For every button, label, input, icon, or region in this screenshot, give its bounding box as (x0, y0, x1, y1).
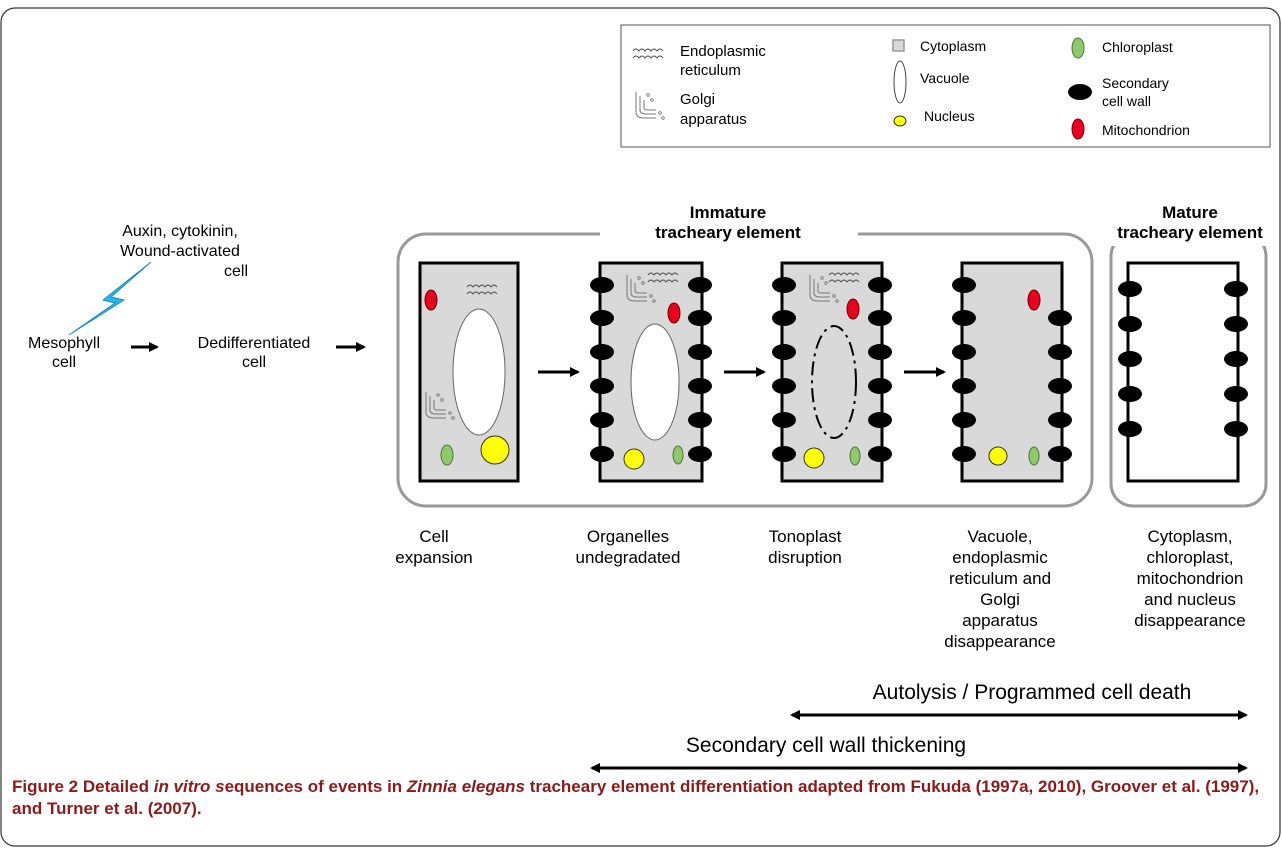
cytoplasm-icon (892, 39, 905, 52)
legend-secondary-line1: Secondary (1102, 75, 1169, 91)
inducers-line2: Wound-activated (120, 243, 240, 260)
caption-label: Figure 2 (12, 777, 79, 796)
immature-title-line2: tracheary element (655, 223, 801, 242)
cell-expansion (418, 261, 520, 483)
cell-tonoplast-disruption (772, 261, 892, 483)
legend-mitochondrion: Mitochondrion (1102, 122, 1190, 138)
immature-title-bg (600, 216, 858, 246)
legend-golgi-line2: apparatus (680, 111, 747, 128)
legend: Endoplasmic reticulum Golgi apparatus Cy… (620, 24, 1271, 148)
svg-text:and nucleus: and nucleus (1144, 590, 1236, 609)
nucleus-icon (803, 447, 825, 469)
chloroplast-icon (1071, 37, 1085, 59)
thickening-label: Secondary cell wall thickening (686, 734, 966, 757)
nucleus-icon (480, 435, 510, 465)
svg-text:chloroplast,: chloroplast, (1147, 548, 1234, 567)
mitochondrion-icon (1071, 118, 1085, 140)
mitochondrion-icon (667, 302, 681, 324)
stage-label-5: Cytoplasm, chloroplast, mitochondrion an… (1134, 527, 1246, 630)
mesophyll-line1: Mesophyll (28, 335, 100, 352)
legend-golgi-line1: Golgi (680, 91, 715, 108)
autolysis-label: Autolysis / Programmed cell death (873, 681, 1192, 704)
cell-organelles-undegradated (590, 261, 712, 483)
legend-er-line1: Endoplasmic (680, 43, 766, 60)
stage-label-2: Organelles undegradated (576, 527, 681, 567)
inducers-line1: Auxin, cytokinin, (122, 223, 238, 240)
legend-er-line2: reticulum (680, 62, 741, 79)
svg-text:Vacuole,: Vacuole, (968, 527, 1033, 546)
nucleus-icon (988, 446, 1008, 466)
caption-text-1: Detailed (78, 777, 154, 796)
legend-secondary-line2: cell wall (1102, 93, 1151, 109)
mitochondrion-icon (1027, 289, 1041, 311)
chloroplast-icon (672, 445, 684, 465)
svg-text:disappearance: disappearance (1134, 611, 1246, 630)
svg-text:Golgi: Golgi (980, 590, 1020, 609)
figure-border (0, 7, 1281, 847)
immature-title-line1: Immature (690, 203, 767, 222)
svg-text:Cytoplasm,: Cytoplasm, (1147, 527, 1232, 546)
svg-text:Cell: Cell (419, 527, 448, 546)
svg-text:undegradated: undegradated (576, 548, 681, 567)
svg-text:expansion: expansion (395, 548, 473, 567)
legend-vacuole: Vacuole (920, 70, 970, 86)
mature-title-bg (1112, 216, 1272, 246)
mature-title-line2: tracheary element (1117, 223, 1263, 242)
svg-text:Organelles: Organelles (587, 527, 669, 546)
stage-label-3: Tonoplast disruption (768, 527, 842, 567)
mitochondrion-icon (424, 289, 438, 311)
svg-text:mitochondrion: mitochondrion (1137, 569, 1244, 588)
caption-text-2: in vitro s (153, 777, 225, 796)
legend-nucleus: Nucleus (924, 108, 975, 124)
caption-text-5: tracheary element differentiation adapte… (12, 777, 1260, 818)
legend-chloroplast: Chloroplast (1102, 39, 1173, 55)
caption-species: Zinnia elegans (406, 777, 526, 796)
stage-label-4: Vacuole, endoplasmic reticulum and Golgi… (944, 527, 1056, 651)
vacuole-icon (452, 308, 506, 436)
mesophyll-line2: cell (52, 354, 76, 371)
secondary-wall-icon (1068, 84, 1092, 100)
svg-text:apparatus: apparatus (962, 611, 1038, 630)
dedifferentiated-line2: cell (242, 354, 266, 371)
legend-box (620, 24, 1271, 148)
chloroplast-icon (1028, 446, 1040, 466)
chloroplast-icon (440, 444, 454, 466)
inducers-line3: cell (224, 263, 248, 280)
svg-text:disruption: disruption (768, 548, 842, 567)
lightning-icon (68, 261, 152, 336)
figure-caption: Figure 2 Detailed in vitro sequences of … (12, 776, 1272, 820)
svg-text:reticulum and: reticulum and (949, 569, 1051, 588)
cell-mature (1118, 261, 1248, 483)
stage-label-1: Cell expansion (395, 527, 473, 567)
vacuole-icon (630, 323, 680, 441)
mature-title-line1: Mature (1162, 203, 1218, 222)
cell-vacuole-disappearance (952, 261, 1072, 483)
vacuole-icon (893, 60, 907, 104)
nucleus-icon (623, 448, 645, 470)
caption-text-3: equences of events in (224, 777, 407, 796)
disrupted-vacuole-icon (811, 325, 857, 439)
svg-text:endoplasmic: endoplasmic (952, 548, 1048, 567)
svg-text:disappearance: disappearance (944, 632, 1056, 651)
nucleus-icon (893, 115, 907, 127)
svg-text:Tonoplast: Tonoplast (769, 527, 842, 546)
legend-cytoplasm: Cytoplasm (920, 38, 986, 54)
dedifferentiated-line1: Dedifferentiated (198, 335, 311, 352)
chloroplast-icon (849, 446, 861, 466)
mitochondrion-icon (846, 298, 860, 320)
